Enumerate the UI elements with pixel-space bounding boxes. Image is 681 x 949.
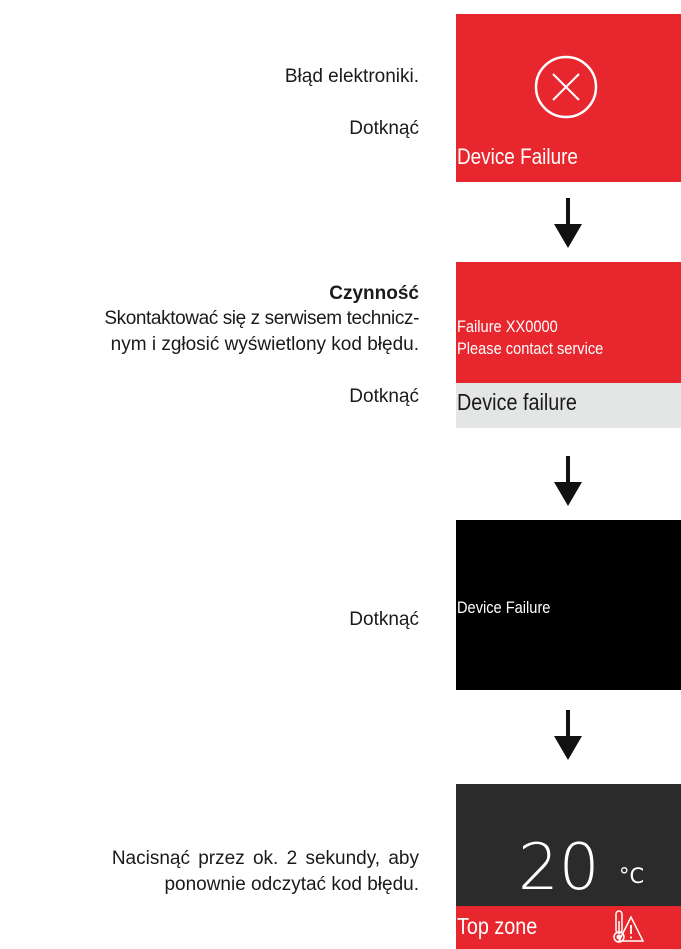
temperature-unit: °C <box>619 864 645 888</box>
step3-touch-label: Dotknąć <box>349 609 419 630</box>
failure-code-area: Failure XX0000 Please contact service <box>456 262 681 383</box>
step4-instruction-line2: ponownie odczytać kod błędu. <box>164 874 419 895</box>
temperature-value: 20 <box>518 831 600 905</box>
step1-touch-label: Dotknąć <box>349 118 419 139</box>
arrow-down-icon <box>554 198 582 248</box>
step2-heading: Czynność <box>329 283 419 304</box>
device-failure-dark-label: Device Failure <box>457 598 551 617</box>
failure-code-text: Failure XX0000 <box>457 317 558 336</box>
top-zone-label: Top zone <box>457 913 538 939</box>
step2-instruction-line1: Skontaktować się z serwisem technicz- <box>104 308 419 329</box>
circle-x-icon <box>534 55 598 119</box>
thermometer-warning-icon <box>613 910 645 943</box>
device-failure-dark-screen[interactable]: Device Failure <box>456 520 681 690</box>
failure-code-screen[interactable]: Failure XX0000 Please contact service De… <box>456 262 681 428</box>
step4-instruction-line1: Nacisnąć przez ok. 2 sekundy, aby <box>111 848 419 869</box>
temperature-display-screen[interactable]: 20 °C Top zone <box>456 784 681 949</box>
step1-error-text: Błąd elektroniki. <box>284 66 419 87</box>
contact-service-text: Please contact service <box>457 339 604 358</box>
arrow-down-icon <box>554 710 582 760</box>
step2-touch-label: Dotknąć <box>349 386 419 407</box>
device-failure-footer[interactable]: Device failure <box>457 389 577 415</box>
device-failure-label: Device Failure <box>457 144 578 169</box>
top-zone-bar[interactable]: Top zone <box>456 906 681 949</box>
device-failure-screen[interactable]: Device Failure <box>456 14 681 182</box>
arrow-down-icon <box>554 456 582 506</box>
step2-instruction-line2: nym i zgłosić wyświetlony kod błędu. <box>110 334 419 355</box>
